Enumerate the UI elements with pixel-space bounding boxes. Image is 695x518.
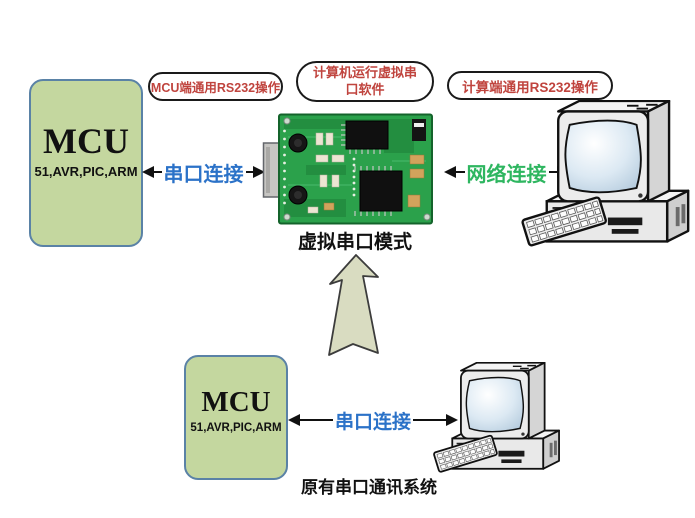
- callout-virtual-port-software-text: 计算机运行虚拟串口软件: [312, 65, 417, 97]
- callout-mcu-rs232-text: MCU端通用RS232操作: [150, 81, 281, 95]
- mcu-box-legacy: MCU 51,AVR,PIC,ARM: [184, 355, 288, 480]
- pcb-board-icon: [262, 113, 434, 225]
- arrowhead-left-icon: [142, 166, 154, 178]
- up-arrow-icon: [328, 254, 379, 356]
- arrow-line: [413, 419, 447, 421]
- callout-pc-rs232: 计算端通用RS232操作: [447, 71, 613, 100]
- arrowhead-right-icon: [446, 414, 459, 426]
- callout-virtual-port-software: 计算机运行虚拟串口软件: [296, 61, 434, 102]
- serial-link-arrow-top: 串口连接: [142, 159, 265, 186]
- arrowhead-left-icon: [288, 414, 300, 426]
- mcu-title: MCU: [201, 385, 271, 418]
- serial-link-label: 串口连接: [163, 163, 244, 186]
- mcu-title: MCU: [43, 121, 129, 161]
- arrowhead-right-icon: [253, 166, 265, 178]
- serial-link-arrow-bottom: 串口连接: [288, 407, 459, 433]
- arrow-line: [154, 171, 162, 173]
- network-link-label: 网络连接: [466, 163, 547, 186]
- arrow-line: [456, 171, 465, 173]
- desktop-computer-icon-bottom: [432, 362, 562, 476]
- arrow-line: [300, 419, 333, 421]
- serial-link-label: 串口连接: [335, 411, 412, 433]
- mcu-box-virtual: MCU 51,AVR,PIC,ARM: [29, 79, 143, 247]
- arrow-line: [548, 171, 557, 173]
- board-caption: 虚拟串口模式: [297, 232, 412, 253]
- callout-mcu-rs232: MCU端通用RS232操作: [148, 72, 283, 101]
- callout-pc-rs232-text: 计算端通用RS232操作: [462, 79, 598, 95]
- mcu-subtitle: 51,AVR,PIC,ARM: [34, 164, 138, 179]
- mcu-subtitle: 51,AVR,PIC,ARM: [190, 421, 282, 434]
- legacy-system-caption: 原有串口通讯系统: [301, 478, 437, 497]
- desktop-computer-icon-top: [520, 100, 692, 251]
- arrowhead-left-icon: [444, 166, 456, 178]
- arrow-line: [245, 171, 253, 173]
